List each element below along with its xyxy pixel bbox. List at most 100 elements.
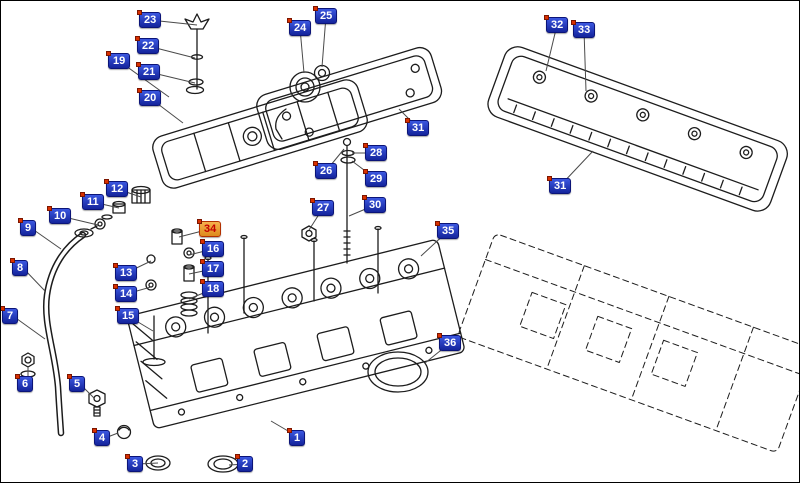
dipstick-tube [43,218,106,437]
part-label-17[interactable]: 17 [200,259,225,277]
part-label-33[interactable]: 33 [571,20,596,38]
part-label-24[interactable]: 24 [287,18,312,36]
label-corner-marker [571,20,576,25]
label-number: 11 [87,196,99,208]
part-label-22[interactable]: 22 [135,36,160,54]
label-corner-marker [310,198,315,203]
part-label-14[interactable]: 14 [113,284,138,302]
part-label-1[interactable]: 1 [287,428,306,446]
part-label-10[interactable]: 10 [47,206,72,224]
label-corner-marker [47,206,52,211]
valve-cover-left [152,79,368,189]
cup-plug [116,424,132,440]
label-number: 32 [551,19,564,31]
label-number: 4 [99,432,106,444]
part-label-5[interactable]: 5 [67,374,86,392]
cover-bolt-caps [532,70,753,160]
head-studs [204,225,382,334]
label-number: 15 [122,310,135,322]
part-label-4[interactable]: 4 [92,428,111,446]
part-label-19[interactable]: 19 [106,51,131,69]
label-number: 23 [144,14,157,26]
part-label-21[interactable]: 21 [136,62,161,80]
label-corner-marker [363,143,368,148]
part-label-23[interactable]: 23 [137,10,162,28]
label-number: 20 [144,92,157,104]
part-label-3[interactable]: 3 [125,454,144,472]
label-corner-marker [18,218,23,223]
label-number: 17 [207,263,220,275]
part-label-25[interactable]: 25 [313,6,338,24]
part-label-31[interactable]: 31 [405,118,430,136]
part-label-29[interactable]: 29 [363,169,388,187]
label-corner-marker [363,169,368,174]
part-label-2[interactable]: 2 [235,454,254,472]
label-corner-marker [287,18,292,23]
gasket-ring [367,351,429,393]
part-label-31-2[interactable]: 31 [547,176,572,194]
label-number: 19 [113,55,126,67]
label-corner-marker [197,219,202,224]
part-label-9[interactable]: 9 [18,218,37,236]
label-number: 25 [320,10,333,22]
part-label-28[interactable]: 28 [363,143,388,161]
label-number: 16 [207,243,220,255]
stud-item-34 [171,228,183,245]
part-label-7[interactable]: 7 [1,306,19,324]
label-corner-marker [235,454,240,459]
label-number: 26 [320,165,333,177]
label-corner-marker [137,10,142,15]
flange-bolt-holes [177,346,433,416]
label-number: 34 [204,223,217,235]
label-number: 7 [7,310,14,322]
label-number: 35 [442,225,455,237]
label-number: 31 [554,180,567,192]
valve-spring-bores [165,258,420,338]
label-number: 8 [17,262,24,274]
label-number: 1 [294,432,301,444]
label-number: 27 [317,202,330,214]
label-number: 22 [142,40,155,52]
part-label-35[interactable]: 35 [435,221,460,239]
label-corner-marker [362,195,367,200]
seal-rings [145,455,239,473]
part-label-12[interactable]: 12 [104,179,129,197]
label-corner-marker [125,454,130,459]
label-corner-marker [10,258,15,263]
hex-bolt [88,389,106,417]
label-corner-marker [113,284,118,289]
label-number: 24 [294,22,307,34]
part-label-18[interactable]: 18 [200,279,225,297]
label-corner-marker [113,263,118,268]
label-corner-marker [287,428,292,433]
part-label-6[interactable]: 6 [15,374,34,392]
part-label-15[interactable]: 15 [115,306,140,324]
label-corner-marker [80,192,85,197]
nut-and-washer [20,352,36,378]
valve-cover-right [487,46,788,212]
part-label-34[interactable]: 34 [197,219,222,237]
label-number: 3 [132,458,139,470]
part-label-13[interactable]: 13 [113,263,138,281]
label-number: 28 [370,147,383,159]
label-corner-marker [544,15,549,20]
part-label-36[interactable]: 36 [437,333,462,351]
part-label-8[interactable]: 8 [10,258,29,276]
part-label-20[interactable]: 20 [137,88,162,106]
label-corner-marker [200,239,205,244]
part-label-16[interactable]: 16 [200,239,225,257]
label-corner-marker [437,333,442,338]
cylinder-head [127,239,465,429]
part-label-26[interactable]: 26 [313,161,338,179]
label-number: 31 [412,122,425,134]
part-label-32[interactable]: 32 [544,15,569,33]
part-label-11[interactable]: 11 [80,192,104,210]
label-number: 14 [120,288,133,300]
part-label-27[interactable]: 27 [310,198,335,216]
intake-ports [190,310,418,393]
part-label-30[interactable]: 30 [362,195,387,213]
label-number: 33 [578,24,591,36]
label-corner-marker [115,306,120,311]
